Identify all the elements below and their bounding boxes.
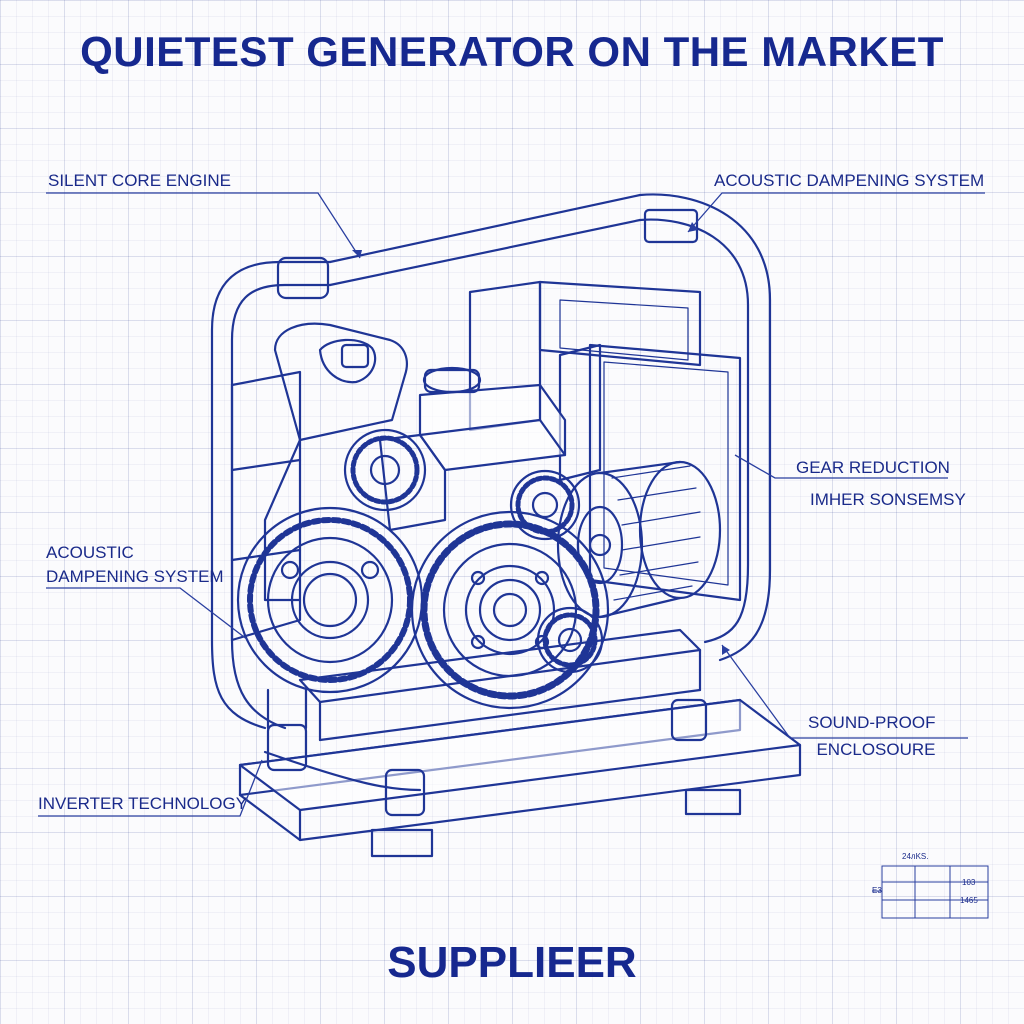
supplier-footer: SUPPLIEER xyxy=(387,938,637,987)
leader-arrows xyxy=(352,222,730,655)
callout-gear-reduction: GEAR REDUCTION xyxy=(796,458,950,477)
gear-left-small xyxy=(343,428,427,512)
title-block-left-cell: E3 xyxy=(872,886,882,895)
callout-acoustic-dampening-top: ACOUSTIC DAMPENING SYSTEM xyxy=(714,171,985,190)
callout-inverter-technology: INVERTER TECHNOLOGY xyxy=(38,794,248,813)
title-block-header: 24лKS. xyxy=(902,852,929,861)
acoustic-panels xyxy=(468,280,742,602)
left-panel xyxy=(230,322,408,642)
chassis-rails xyxy=(298,628,702,742)
callout-acoustic-dampening-left: ACOUSTIC DAMPENING SYSTEM xyxy=(46,543,224,587)
callout-imher-sonsemsy: IMHER SONSEMSY xyxy=(810,490,966,509)
page-title: QUIETEST GENERATOR ON THE MARKET xyxy=(80,28,944,75)
title-block-row1: 103 xyxy=(962,878,976,887)
gear-small-upper xyxy=(509,469,581,541)
callout-sound-proof-enclosure: SOUND-PROOF ENCLOSOURE xyxy=(808,713,936,760)
callout-silent-core-engine: SILENT CORE ENGINE xyxy=(48,171,231,190)
engine-block xyxy=(378,366,567,532)
title-block-row2: 1465 xyxy=(960,896,978,905)
leader-lines xyxy=(38,192,985,817)
frame-feet xyxy=(266,688,708,817)
title-block-table xyxy=(872,865,989,919)
base-platform xyxy=(238,698,802,858)
alternator-stator xyxy=(556,460,722,619)
